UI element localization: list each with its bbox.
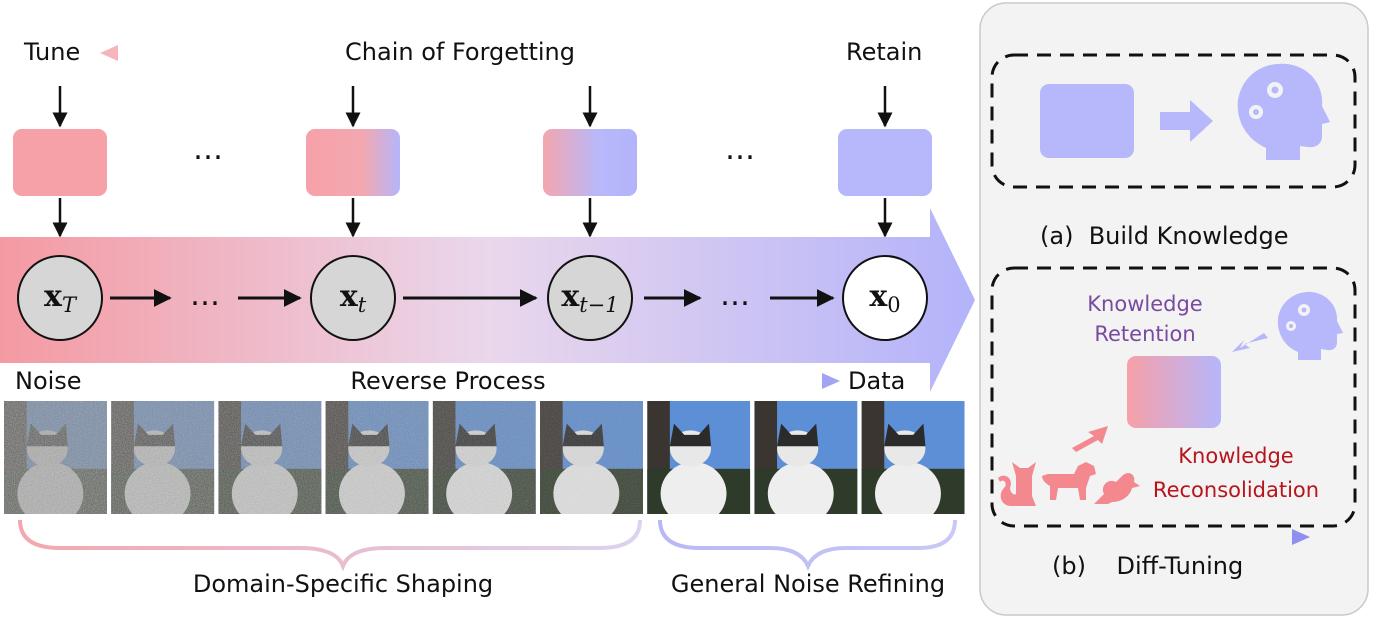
denoising-frame xyxy=(432,401,536,514)
dog-icon xyxy=(1042,462,1096,500)
chain-of-forgetting-label: Chain of Forgetting xyxy=(345,38,575,66)
noise-label: Noise xyxy=(15,367,82,395)
denoising-frame xyxy=(218,401,322,514)
denoising-frame xyxy=(325,401,429,514)
denoising-frame xyxy=(111,401,215,514)
ellipsis-mid-right: … xyxy=(720,278,750,313)
panel-b-dashed-box xyxy=(990,266,1357,528)
param-box-tune xyxy=(13,129,107,196)
denoising-frame xyxy=(540,401,643,514)
knowledge-reconsolidation-line2: Reconsolidation xyxy=(1152,478,1320,502)
node-x-0: x0 xyxy=(842,255,928,341)
panel-a-dashed-box xyxy=(990,53,1357,189)
head-gears-icon-small xyxy=(1277,291,1343,360)
ellipsis-mid-left: … xyxy=(190,278,220,313)
param-box-t xyxy=(306,129,400,196)
diff-tuning-model-box xyxy=(1127,356,1221,428)
denoising-frame xyxy=(647,401,751,514)
domain-specific-shaping-label: Domain-Specific Shaping xyxy=(192,570,494,598)
ellipsis-top-right: … xyxy=(725,132,755,167)
general-noise-refining-label: General Noise Refining xyxy=(670,570,946,598)
knowledge-retention-line2: Retention xyxy=(1094,322,1196,346)
data-label: Data xyxy=(848,367,906,395)
panel-b-title: Diff-Tuning xyxy=(1116,552,1244,580)
panel-a-caption: (a) Build Knowledge xyxy=(1040,222,1289,250)
knowledge-retention-line1: Knowledge xyxy=(1087,292,1203,316)
reverse-process-label: Reverse Process xyxy=(350,367,546,395)
general-noise-bracket xyxy=(658,519,957,571)
panel-b-caption: (b) Diff-Tuning xyxy=(1052,552,1243,580)
panel-a-title: Build Knowledge xyxy=(1088,222,1289,250)
panel-a-tag: (a) xyxy=(1040,222,1074,250)
denoising-frame xyxy=(4,401,107,514)
node-x-T: xT xyxy=(17,255,103,341)
node-x-t: xt xyxy=(310,255,396,341)
denoising-frames xyxy=(4,401,965,514)
retention-arrow-icon xyxy=(1232,333,1268,352)
head-gears-icon xyxy=(1237,63,1330,161)
denoising-frame xyxy=(861,401,965,514)
knowledge-reconsolidation-line1: Knowledge xyxy=(1178,444,1294,468)
node-x-t-minus-1: xt−1 xyxy=(547,255,633,341)
ellipsis-top-left: … xyxy=(193,132,223,167)
cat-icon xyxy=(998,462,1036,506)
build-arrow-icon xyxy=(1160,100,1213,142)
tune-arrowhead xyxy=(100,45,118,61)
param-box-retain xyxy=(838,129,932,196)
param-box-t-minus-1 xyxy=(543,129,637,196)
denoising-frame xyxy=(754,401,858,514)
reconsolidation-arrow-icon xyxy=(1072,426,1108,452)
retain-label: Retain xyxy=(846,38,923,66)
panel-b-tag: (b) xyxy=(1052,552,1086,580)
reverse-process-band xyxy=(0,208,975,392)
domain-specific-bracket xyxy=(18,519,642,572)
bird-icon xyxy=(1094,473,1140,504)
tune-label: Tune xyxy=(24,38,81,66)
